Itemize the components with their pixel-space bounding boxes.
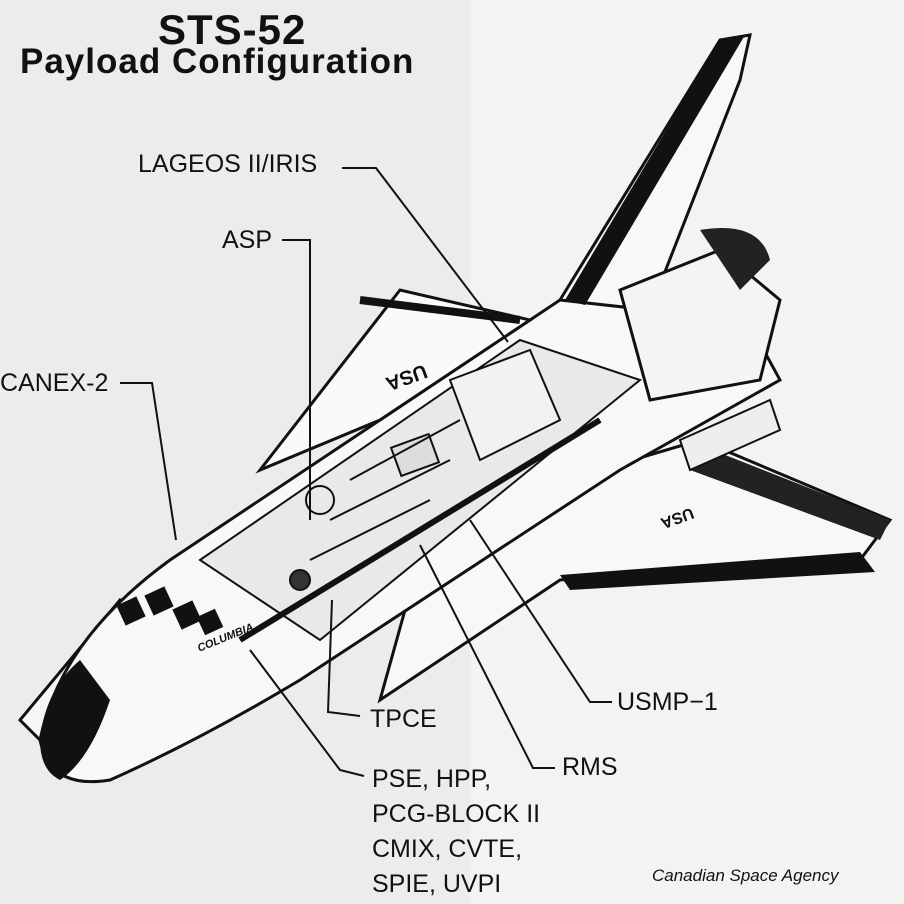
label-pse-line: SPIE, UVPI: [372, 870, 502, 898]
leader-pse: [249, 649, 365, 777]
leader-usmp: [469, 519, 612, 703]
leader-tpce: [326, 599, 361, 717]
bay-sill-line: [238, 417, 602, 643]
label-tpce: TPCE: [370, 705, 437, 733]
cockpit-windows: [116, 586, 224, 636]
wing-elevon: [690, 445, 890, 540]
title-payload-configuration: Payload Configuration: [20, 42, 415, 81]
leader-asp: [282, 239, 311, 520]
orbiter-nose: [40, 660, 110, 780]
payload-bay-door: [255, 288, 534, 474]
label-rms: RMS: [562, 753, 618, 781]
body-flap: [678, 398, 782, 472]
leader-rms: [419, 544, 555, 769]
label-usmp: USMP−1: [617, 688, 718, 716]
label-canex: CANEX-2: [0, 369, 109, 397]
payload-equipment: [289, 348, 562, 591]
leader-lageos: [342, 167, 509, 343]
tail-leading-edge: [565, 35, 745, 305]
label-pse-line: PCG-BLOCK II: [372, 800, 541, 828]
image-credit: Canadian Space Agency: [652, 866, 839, 885]
label-pse-line: PSE, HPP,: [372, 765, 492, 793]
main-engine: [700, 228, 770, 290]
label-asp: ASP: [222, 226, 273, 254]
label-lageos: LAGEOS II/IRIS: [138, 150, 318, 178]
wing-leading-edge: [560, 552, 875, 590]
label-pse-group: PSE, HPP, PCG-BLOCK II CMIX, CVTE, SPIE,…: [372, 762, 540, 902]
title-mission: STS-52: [158, 6, 307, 53]
leader-canex: [120, 382, 177, 541]
bay-door-edge: [359, 296, 521, 324]
label-pse-line: CMIX, CVTE,: [372, 835, 523, 863]
